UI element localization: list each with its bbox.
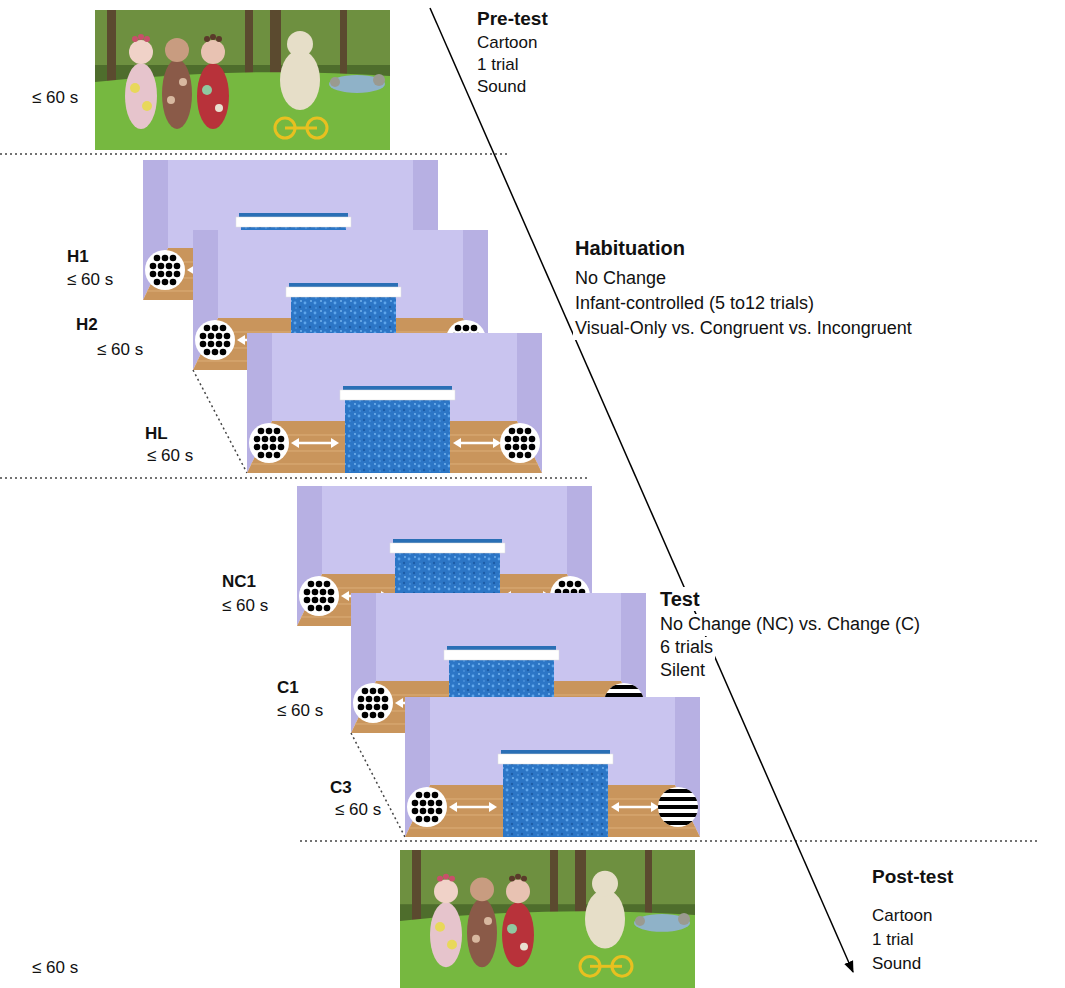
duration-label: ≤ 60 s <box>333 800 383 820</box>
duration-label: ≤ 60 s <box>30 958 80 978</box>
phase-detail: Sound <box>475 77 528 97</box>
duration-label: ≤ 60 s <box>145 446 195 466</box>
phase-detail: 1 trial <box>475 55 521 75</box>
phase-heading: Habituation <box>573 236 687 260</box>
trial-label: C3 <box>328 778 354 798</box>
duration-label: ≤ 60 s <box>65 270 115 290</box>
phase-detail: Cartoon <box>870 906 934 926</box>
phase-detail: 6 trials <box>658 637 715 659</box>
phase-detail: Visual-Only vs. Congruent vs. Incongruen… <box>573 318 914 340</box>
time-arrow <box>430 8 853 972</box>
striped-disc <box>656 787 700 827</box>
phase-detail: No Change <box>573 268 668 290</box>
stack-line <box>351 733 405 837</box>
phase-heading: Post-test <box>870 866 955 889</box>
duration-label: ≤ 60 s <box>95 340 145 360</box>
habituation-scene <box>247 333 542 473</box>
phase-heading: Test <box>658 587 702 611</box>
phase-detail: Cartoon <box>475 33 539 53</box>
trial-label: NC1 <box>220 572 258 592</box>
trial-label: C1 <box>275 678 301 698</box>
phase-detail: No Change (NC) vs. Change (C) <box>658 614 922 636</box>
trial-label: H2 <box>74 315 100 335</box>
phase-detail: 1 trial <box>870 930 916 950</box>
phase-separator <box>0 154 1040 841</box>
duration-label: ≤ 60 s <box>220 596 270 616</box>
trial-label: H1 <box>65 247 91 267</box>
stack-line <box>193 370 247 473</box>
trial-label: HL <box>143 424 170 444</box>
cartoon-image <box>400 850 695 988</box>
phase-detail: Sound <box>870 954 923 974</box>
duration-label: ≤ 60 s <box>30 88 80 108</box>
phase-detail: Infant-controlled (5 to12 trials) <box>573 293 816 315</box>
dotted-disc <box>500 423 540 463</box>
test-scene <box>405 697 700 837</box>
duration-label: ≤ 60 s <box>275 701 325 721</box>
phase-heading: Pre-test <box>475 8 550 31</box>
cartoon-image <box>95 10 390 150</box>
phase-detail: Silent <box>658 660 707 682</box>
